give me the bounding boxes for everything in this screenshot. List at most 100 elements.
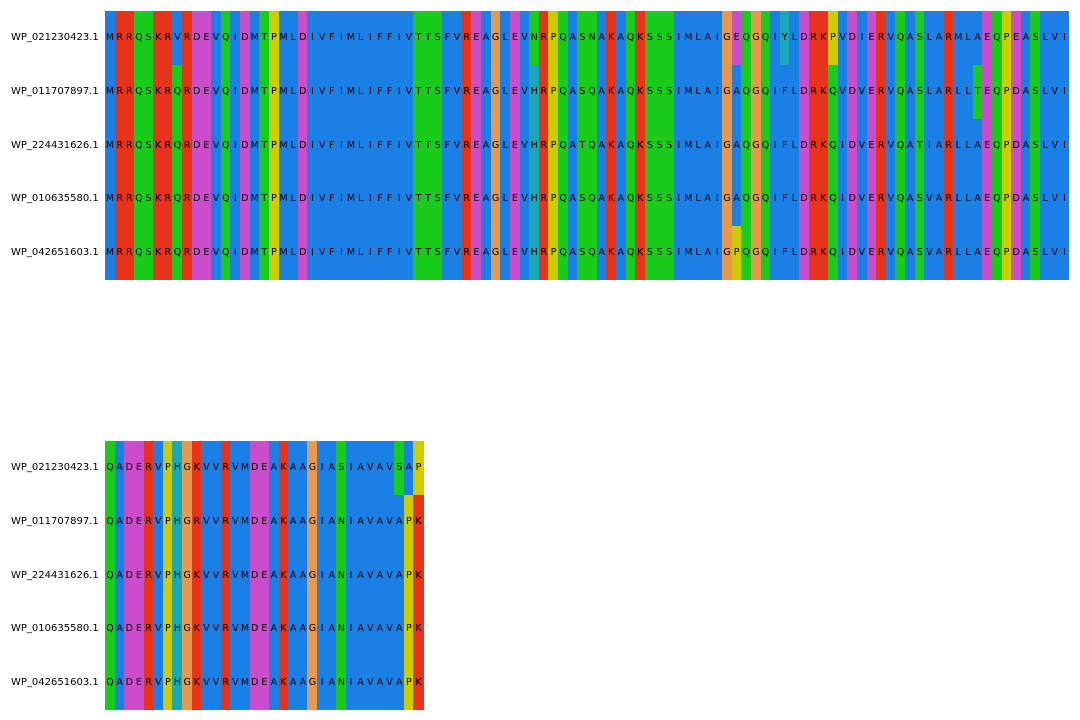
residue-cell: A — [905, 226, 916, 281]
residue-cell: E — [259, 602, 270, 657]
residue-cell: S — [914, 172, 925, 227]
residue-cell: M — [683, 226, 694, 281]
residue-cell: A — [297, 656, 308, 711]
residue-cell: V — [1049, 226, 1060, 281]
residue-cell: K — [413, 656, 424, 711]
residue-cell: F — [374, 64, 385, 119]
residue-cell: R — [538, 64, 549, 119]
residue-cell: V — [317, 118, 328, 173]
residue-cell: E — [982, 118, 993, 173]
residue-cell: V — [403, 172, 414, 227]
residue-cell: Q — [760, 118, 771, 173]
residue-cell: A — [972, 118, 983, 173]
residue-cell: F — [384, 172, 395, 227]
sequence-id-label: WP_224431626.1 — [11, 569, 99, 581]
residue-cell: S — [1030, 226, 1041, 281]
residue-cell: P — [403, 548, 414, 603]
residue-cell: I — [394, 118, 405, 173]
residue-cell: V — [211, 548, 222, 603]
residue-cell: A — [114, 602, 125, 657]
residue-cell: Q — [172, 226, 183, 281]
residue-cell: F — [384, 64, 395, 119]
residue-cell: D — [297, 11, 308, 66]
sequence-id-label: WP_010635580.1 — [11, 193, 99, 205]
residue-cell: H — [172, 494, 183, 549]
residue-cell: F — [442, 64, 453, 119]
residue-cell: F — [326, 226, 337, 281]
residue-cell: P — [162, 494, 173, 549]
residue-cell: I — [230, 64, 241, 119]
residue-cell: I — [230, 11, 241, 66]
residue-cell: A — [596, 118, 607, 173]
residue-cell: A — [355, 494, 366, 549]
residue-cell: V — [211, 602, 222, 657]
residue-cell: K — [153, 11, 164, 66]
residue-cell: L — [962, 64, 973, 119]
residue-cell: A — [288, 441, 299, 496]
residue-cell: G — [307, 494, 318, 549]
residue-cell: V — [317, 11, 328, 66]
residue-cell: H — [172, 441, 183, 496]
residue-cell: R — [876, 64, 887, 119]
residue-cell: R — [876, 11, 887, 66]
residue-cell: V — [230, 548, 241, 603]
residue-cell: V — [856, 172, 867, 227]
residue-cell: H — [529, 118, 540, 173]
residue-cell: A — [403, 441, 414, 496]
residue-cell: H — [172, 548, 183, 603]
residue-cell: A — [374, 441, 385, 496]
residue-cell: I — [336, 118, 347, 173]
residue-cell: M — [105, 64, 116, 119]
residue-cell: M — [683, 64, 694, 119]
residue-cell: S — [664, 11, 675, 66]
residue-cell: E — [201, 11, 212, 66]
residue-cell: D — [249, 494, 260, 549]
residue-cell: R — [143, 656, 154, 711]
residue-cell: L — [1040, 64, 1051, 119]
residue-cell: E — [866, 172, 877, 227]
residue-cell: E — [982, 226, 993, 281]
residue-cell: Q — [760, 226, 771, 281]
residue-cell: S — [432, 172, 443, 227]
residue-cell: I — [346, 441, 357, 496]
residue-cell: D — [847, 226, 858, 281]
residue-cell: A — [374, 548, 385, 603]
residue-cell: T — [972, 64, 983, 119]
residue-cell: K — [606, 64, 617, 119]
residue-cell: A — [355, 656, 366, 711]
residue-cell: V — [452, 118, 463, 173]
residue-cell: A — [480, 172, 491, 227]
residue-cell: S — [914, 226, 925, 281]
residue-cell: A — [394, 548, 405, 603]
residue-cell: I — [317, 656, 328, 711]
residue-cell: Q — [741, 11, 752, 66]
residue-cell: A — [394, 656, 405, 711]
residue-cell: L — [953, 226, 964, 281]
residue-cell: M — [278, 226, 289, 281]
residue-cell: D — [799, 64, 810, 119]
residue-cell: G — [721, 64, 732, 119]
residue-cell: E — [509, 226, 520, 281]
residue-cell: A — [702, 118, 713, 173]
residue-cell: R — [808, 64, 819, 119]
residue-cell: S — [143, 172, 154, 227]
residue-cell: K — [191, 441, 202, 496]
residue-cell: E — [866, 64, 877, 119]
residue-cell: E — [259, 441, 270, 496]
residue-cell: A — [934, 11, 945, 66]
residue-cell: A — [288, 602, 299, 657]
residue-cell: M — [278, 118, 289, 173]
residue-cell: A — [567, 11, 578, 66]
residue-cell: V — [153, 441, 164, 496]
residue-cell: F — [374, 118, 385, 173]
residue-cell: Q — [895, 64, 906, 119]
residue-cell: I — [837, 172, 848, 227]
residue-cell: L — [500, 226, 511, 281]
residue-cell: I — [770, 226, 781, 281]
residue-cell: S — [1030, 64, 1041, 119]
residue-cell: K — [153, 226, 164, 281]
residue-cell: Q — [105, 548, 116, 603]
residue-cell: A — [355, 548, 366, 603]
residue-cell: P — [162, 656, 173, 711]
residue-cell: T — [259, 64, 270, 119]
